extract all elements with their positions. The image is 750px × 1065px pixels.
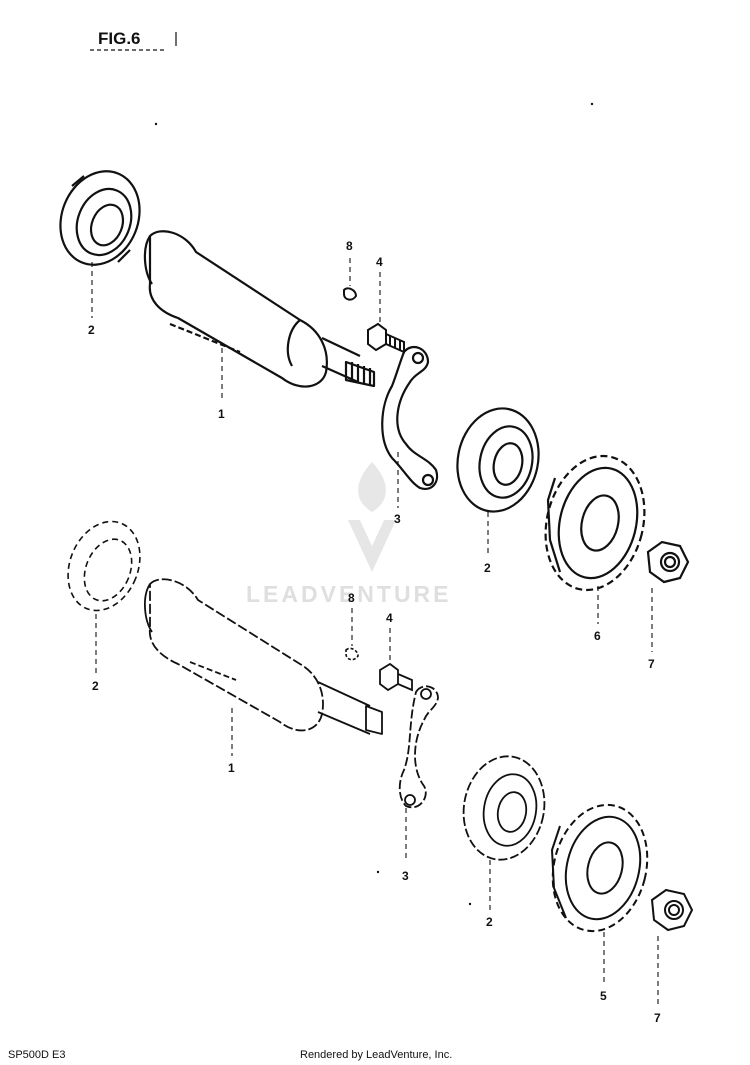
stopper-plate-upper [381, 345, 439, 490]
callout-key-upper: 8 [346, 239, 353, 253]
callout-bearing-lower-left: 2 [92, 679, 99, 693]
callout-bolt-upper: 4 [376, 255, 383, 269]
watermark-text: LEADVENTURE [246, 581, 452, 607]
callout-nut-upper: 7 [648, 657, 655, 671]
bearing-upper-right [456, 407, 540, 513]
callout-sprocket-lower: 5 [600, 989, 607, 1003]
shaft-lower [144, 578, 383, 735]
callout-bearing-lower-right: 2 [486, 915, 493, 929]
bolt-lower [379, 662, 413, 692]
sprocket-lower [550, 803, 649, 933]
nut-lower [650, 888, 694, 932]
bearing-lower-right [462, 755, 546, 861]
stopper-plate-lower [398, 685, 439, 809]
nut-upper [646, 540, 690, 584]
callout-plate-lower: 3 [402, 869, 409, 883]
bolt-upper [367, 322, 405, 354]
sprocket-upper [544, 454, 646, 592]
figure-label: FIG.6 [98, 29, 141, 48]
bearing-upper-left [59, 170, 141, 266]
bearing-lower-left [67, 520, 141, 612]
callouts-upper: 2 1 8 4 3 2 6 7 [88, 239, 655, 671]
scan-specks [154, 102, 594, 906]
callout-shaft-lower: 1 [228, 761, 235, 775]
key-lower [345, 647, 359, 661]
callout-bearing-upper-left: 2 [88, 323, 95, 337]
callouts-lower: 2 1 8 4 3 2 5 7 [92, 591, 661, 1025]
callout-key-lower: 8 [348, 591, 355, 605]
callout-plate-upper: 3 [394, 512, 401, 526]
footer-credit: Rendered by LeadVenture, Inc. [300, 1049, 452, 1061]
callout-bearing-upper-right: 2 [484, 561, 491, 575]
key-upper [343, 287, 358, 301]
callout-shaft-upper: 1 [218, 407, 225, 421]
callout-sprocket-upper: 6 [594, 629, 601, 643]
shaft-upper [143, 230, 376, 388]
callout-bolt-lower: 4 [386, 611, 393, 625]
leadventure-watermark: LEADVENTURE [246, 462, 452, 607]
leader-lines [91, 258, 659, 1006]
callout-nut-lower: 7 [654, 1011, 661, 1025]
model-code: SP500D E3 [8, 1049, 65, 1061]
